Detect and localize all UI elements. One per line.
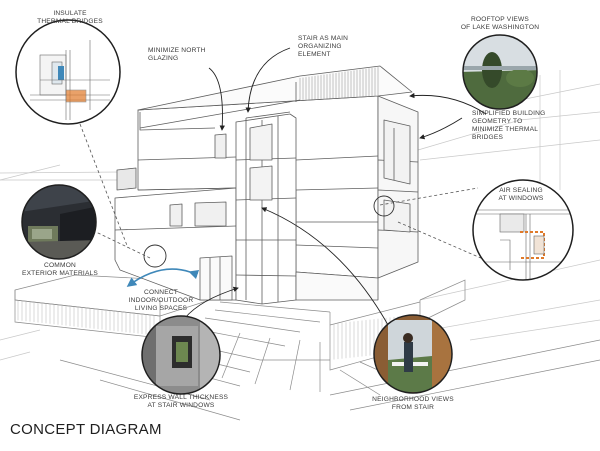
label-connect-living-spaces: CONNECT INDOOR/OUTDOOR LIVING SPACES (118, 289, 204, 313)
detail-wall-thickness (141, 315, 221, 395)
label-line: FROM STAIR (391, 404, 435, 411)
roof-railing (299, 67, 379, 100)
label-line: COMMON (44, 262, 76, 269)
indoor-outdoor-arrow (126, 268, 200, 287)
detail-neighborhood-views (373, 314, 453, 394)
building (114, 65, 419, 305)
label-line: GLAZING (148, 55, 179, 62)
label-line: CONNECT (143, 289, 178, 296)
label-neighborhood-views: NEIGHBORHOOD VIEWS FROM STAIR (366, 396, 460, 412)
detail-exterior-materials (21, 184, 97, 260)
label-simplified-geometry: SIMPLIFIED BUILDING GEOMETRY TO MINIMIZE… (472, 110, 562, 142)
label-line: GEOMETRY TO (472, 118, 523, 125)
label-stair-organizing-element: STAIR AS MAIN ORGANIZING ELEMENT (298, 35, 378, 59)
label-line: ROOFTOP VIEWS (470, 16, 530, 23)
label-insulate-thermal-bridges: INSULATE THERMAL BRIDGES (30, 10, 110, 26)
label-line: ELEMENT (298, 51, 331, 58)
label-line: BRIDGES (472, 134, 504, 141)
arrow-leaders (184, 47, 487, 326)
focus-ring-materials (143, 244, 167, 268)
label-line: INSULATE (53, 10, 87, 17)
label-line: ORGANIZING (298, 43, 342, 50)
label-line: EXPRESS WALL THICKNESS (133, 394, 229, 401)
label-line: LIVING SPACES (134, 305, 188, 312)
label-line: SIMPLIFIED BUILDING (472, 110, 546, 117)
label-line: MINIMIZE THERMAL (472, 126, 539, 133)
diagram-title: CONCEPT DIAGRAM (10, 421, 162, 438)
label-rooftop-views: ROOFTOP VIEWS OF LAKE WASHINGTON (455, 16, 545, 32)
label-express-wall-thickness: EXPRESS WALL THICKNESS AT STAIR WINDOWS (128, 394, 234, 410)
label-line: EXTERIOR MATERIALS (21, 270, 99, 277)
background-context (0, 70, 600, 361)
label-line: AT STAIR WINDOWS (147, 402, 215, 409)
detail-insulate-thermal-bridges (15, 19, 121, 125)
label-line: STAIR AS MAIN (298, 35, 349, 42)
label-line: MINIMIZE NORTH (148, 47, 206, 54)
dashed-leaders (79, 123, 491, 263)
label-line: THERMAL BRIDGES (37, 18, 103, 25)
label-line: OF LAKE WASHINGTON (460, 24, 540, 31)
label-line: AIR SEALING (499, 187, 543, 194)
label-air-sealing: AIR SEALING AT WINDOWS (485, 187, 557, 203)
detail-air-sealing (472, 179, 574, 281)
focus-ring-window (373, 195, 395, 217)
label-line: AT WINDOWS (498, 195, 544, 202)
label-common-exterior-materials: COMMON EXTERIOR MATERIALS (18, 262, 102, 278)
label-line: NEIGHBORHOOD VIEWS (372, 396, 454, 403)
label-minimize-north-glazing: MINIMIZE NORTH GLAZING (148, 47, 228, 63)
label-line: INDOOR/OUTDOOR (128, 297, 194, 304)
